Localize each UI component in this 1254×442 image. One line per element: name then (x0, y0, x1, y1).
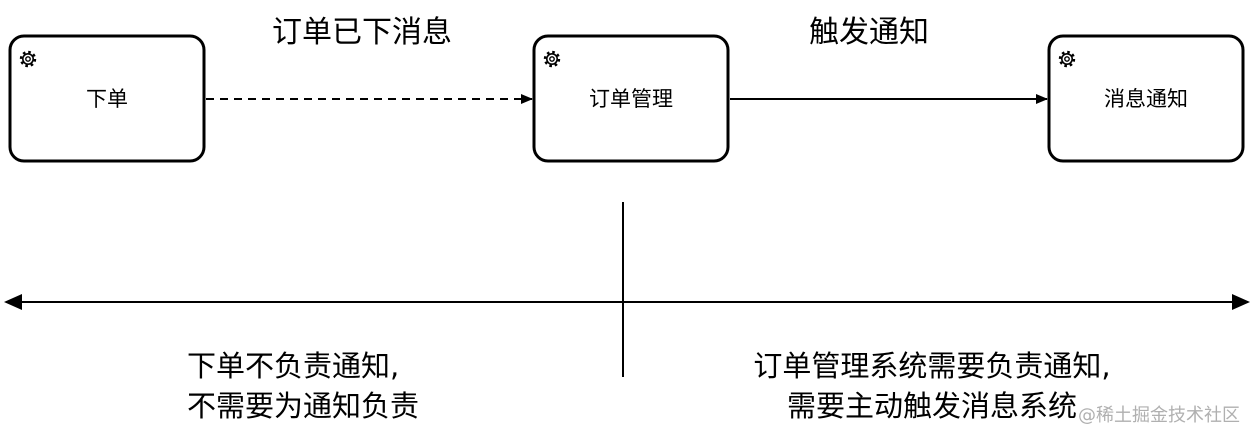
node-box-place-order[interactable] (8, 34, 206, 163)
note-left: 下单不负责通知, 不需要为通知负责 (187, 346, 419, 426)
node-box-message-notification[interactable] (1047, 34, 1245, 163)
note-left-line-1: 下单不负责通知, (187, 349, 400, 383)
node-label-place-order: 下单 (86, 87, 128, 111)
watermark: @稀土掘金技术社区 (1078, 405, 1240, 426)
node-label-message-notification: 消息通知 (1104, 87, 1188, 111)
right-arrowhead (1232, 294, 1250, 310)
note-right-line-1: 订单管理系统需要负责通知, (753, 349, 1111, 383)
node-box-order-management[interactable] (532, 34, 730, 163)
note-right: 订单管理系统需要负责通知, 需要主动触发消息系统 (722, 346, 1142, 426)
note-left-line-2: 不需要为通知负责 (187, 389, 420, 423)
note-right-line-2: 需要主动触发消息系统 (786, 389, 1077, 423)
edge-label-trigger-notification: 触发通知 (809, 15, 929, 50)
node-label-order-management: 订单管理 (589, 87, 673, 111)
left-arrowhead (4, 294, 22, 310)
edge-label-order-placed: 订单已下消息 (272, 15, 452, 50)
